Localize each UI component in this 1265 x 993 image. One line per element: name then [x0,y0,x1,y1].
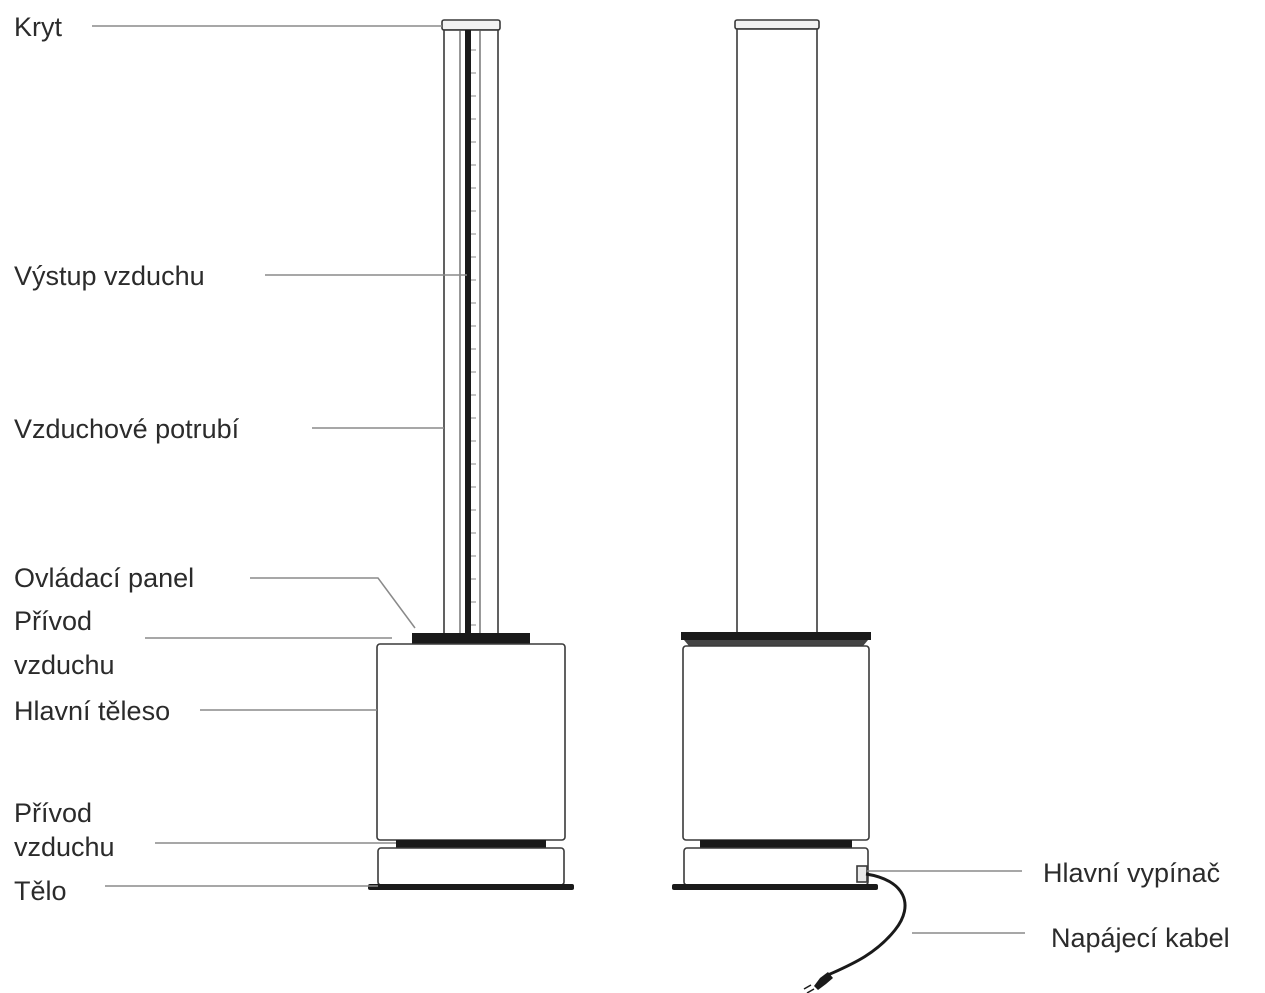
label-power-cable: Napájecí kabel [1051,923,1230,953]
power-plug [814,972,833,990]
label-air-outlet: Výstup vzduchu [14,261,205,291]
front-lower-air-inlet [396,840,546,848]
power-cable [827,872,907,977]
label-air-inlet-bottom-1: Přívod [14,798,92,828]
label-air-inlet-bottom-2: vzduchu [14,832,115,862]
back-base-plate [672,884,878,890]
back-air-duct [736,28,818,635]
back-main-body [682,645,870,841]
front-base [377,847,565,886]
front-view [368,19,574,890]
back-top-plate-bevel [684,640,868,646]
front-air-outlet-slot [465,30,471,634]
front-cover-cap [441,19,501,31]
back-lower-air-inlet [700,840,852,848]
labels: Kryt Výstup vzduchu Vzduchové potrubí Ov… [14,12,1230,953]
back-view [672,19,907,993]
label-main-body: Hlavní těleso [14,696,170,726]
label-base: Tělo [14,876,67,906]
back-top-plate [681,632,871,640]
back-base [683,847,869,886]
leader-lines [92,25,1025,934]
outlet-slot-ticks [471,49,476,626]
main-switch [856,865,868,883]
label-air-inlet-top-2: vzduchu [14,650,115,680]
label-air-inlet-top-1: Přívod [14,606,92,636]
label-air-duct: Vzduchové potrubí [14,414,240,444]
label-cover: Kryt [14,12,63,42]
front-main-body [376,643,566,841]
front-base-plate [368,884,574,890]
label-control-panel: Ovládací panel [14,563,194,593]
front-control-panel [412,633,530,644]
label-main-switch: Hlavní vypínač [1043,858,1220,888]
back-cover-cap [734,19,820,30]
